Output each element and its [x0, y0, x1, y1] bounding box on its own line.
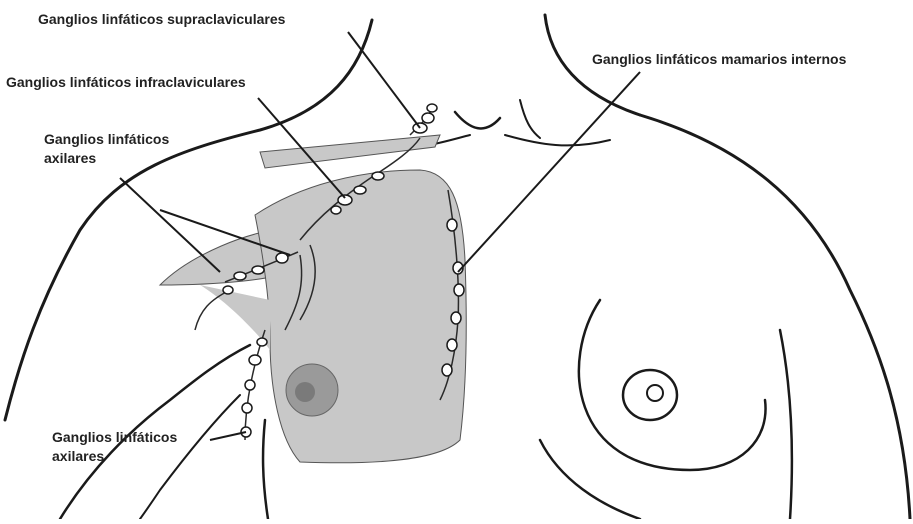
right-neck-inner-line: [520, 100, 540, 138]
right-breast-outline: [579, 300, 766, 470]
left-nipple: [295, 382, 315, 402]
left-torso-outline: [263, 420, 268, 519]
right-shoulder-outline: [640, 115, 910, 519]
sternal-notch: [455, 112, 500, 128]
leader-line-supraclavicular: [348, 32, 420, 128]
right-nipple: [647, 385, 663, 401]
label-axillary-upper: Ganglios linfáticos axilares: [44, 130, 169, 168]
lymph-node: [451, 312, 461, 324]
leader-line-internal-mammary: [458, 72, 640, 272]
lymph-node: [234, 272, 246, 280]
lymph-node: [447, 339, 457, 351]
label-supraclavicular: Ganglios linfáticos supraclaviculares: [38, 10, 285, 29]
lymph-node: [372, 172, 384, 180]
breast-lower-curve: [540, 440, 640, 519]
lymph-node: [447, 219, 457, 231]
breast-tissue-region: [255, 170, 466, 463]
label-axillary-lower-line2: axilares: [52, 447, 177, 466]
leader-line-axillary-lower: [210, 432, 246, 440]
clavicle-tissue-band: [260, 135, 440, 168]
label-axillary-upper-line2: axilares: [44, 149, 169, 168]
lymph-node: [245, 380, 255, 390]
label-axillary-lower: Ganglios linfáticos axilares: [52, 428, 177, 466]
lymph-node: [427, 104, 437, 112]
lymph-node: [257, 338, 267, 346]
right-torso-outline: [780, 330, 792, 519]
lymph-node: [422, 113, 434, 123]
lymph-node: [354, 186, 366, 194]
right-clavicle-line: [505, 135, 610, 145]
lymph-node: [454, 284, 464, 296]
label-axillary-upper-line1: Ganglios linfáticos: [44, 130, 169, 149]
lymph-node: [331, 206, 341, 214]
lymph-node: [249, 355, 261, 365]
lymph-node: [442, 364, 452, 376]
lymph-node: [242, 403, 252, 413]
label-axillary-lower-line1: Ganglios linfáticos: [52, 428, 177, 447]
label-internal-mammary: Ganglios linfáticos mamarios internos: [592, 50, 846, 69]
lymph-node: [223, 286, 233, 294]
lymph-node: [252, 266, 264, 274]
label-infraclavicular: Ganglios linfáticos infraclaviculares: [6, 73, 246, 92]
right-areola: [623, 370, 677, 420]
